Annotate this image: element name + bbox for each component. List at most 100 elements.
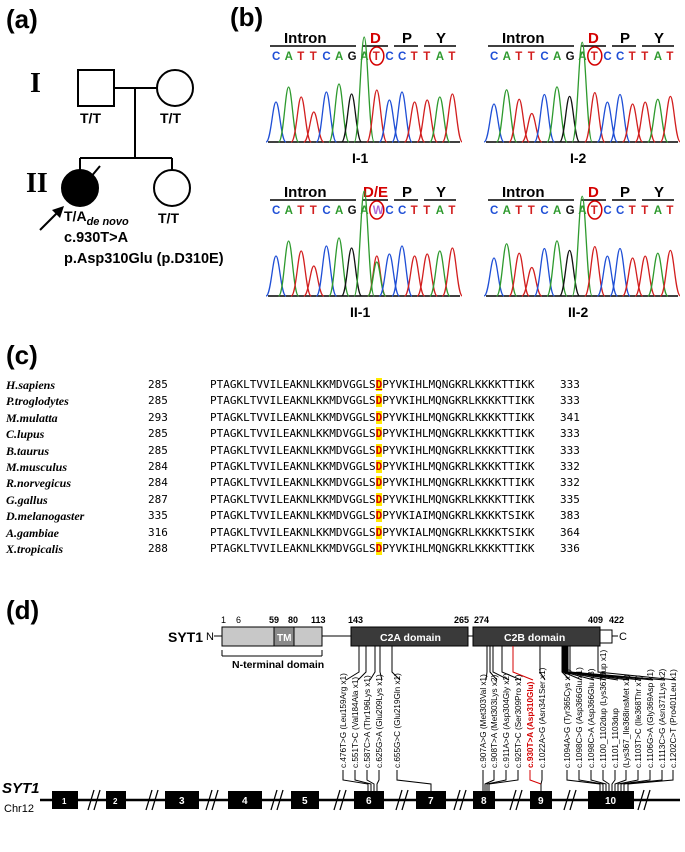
base-letter: C — [398, 51, 406, 63]
pedigree-female-i2 — [156, 69, 194, 107]
variant-label: c.1022A>G (Asn341Ser x1) — [538, 667, 547, 768]
nterm-domain-label: N-terminal domain — [232, 659, 324, 671]
species-name: P.troglodytes — [6, 394, 69, 409]
exon-3 — [165, 791, 199, 809]
trace-label-i1: I-1 — [352, 150, 369, 166]
pos-6: 6 — [236, 615, 241, 625]
base-letter: T — [373, 51, 380, 63]
alignment-end: 383 — [560, 509, 580, 523]
alignment-start: 285 — [148, 443, 168, 457]
mutation-circle — [369, 46, 385, 66]
exon-label: 10 — [605, 796, 617, 807]
trace-peak — [315, 91, 338, 143]
alignment-start: 335 — [148, 509, 168, 523]
genotype-i2: T/T — [160, 110, 181, 126]
species-name: G.gallus — [6, 492, 48, 507]
variant-label: c.1098C>G (Asp366Glu x1) — [575, 667, 584, 768]
base-letter: A — [335, 51, 343, 63]
variant-label: c.911A>G (Asp304Gly x2) — [502, 673, 511, 768]
trace-peak — [429, 96, 451, 143]
variant-callout: c.1103T>C (Ile368Thr x7) — [566, 646, 643, 791]
trace-peak — [647, 252, 669, 297]
base-letter: A — [503, 51, 511, 63]
trace-peak — [315, 245, 338, 297]
trace-peak — [609, 93, 631, 143]
base-letter: A — [436, 51, 444, 63]
base-letter: C — [385, 205, 393, 217]
variant-callout: (Lys367_Ile368insMet x1) — [565, 646, 631, 791]
pos-409: 409 — [588, 615, 603, 625]
variant-label: c.625G>A (Glu209Lys x1) — [375, 674, 384, 768]
trace-peak — [328, 237, 350, 297]
trace-peak — [546, 240, 568, 297]
base-letter: T — [515, 205, 522, 217]
exon-6 — [354, 791, 384, 809]
trace-label-i2: I-2 — [570, 150, 587, 166]
base-letter: T — [591, 205, 598, 217]
base-letter: C — [540, 205, 548, 217]
base-letter: A — [578, 205, 586, 217]
trace-peak — [391, 91, 413, 143]
alignment-start: 285 — [148, 378, 168, 391]
exon-2 — [106, 791, 126, 809]
trace-peak — [277, 86, 300, 143]
base-letter: T — [515, 51, 522, 63]
species-name: C.lupus — [6, 427, 45, 442]
trace-label-ii2: II-2 — [568, 304, 589, 320]
gene-chromosome: Chr12 — [4, 803, 34, 815]
variant-label: c.1100_1102dup (Lys367dup x1) — [599, 650, 608, 768]
pos-274: 274 — [474, 615, 489, 625]
base-letter: A — [553, 51, 561, 63]
trace-peak — [558, 249, 581, 297]
variant-callout: c.1098C>A (Asp366Glu x3) — [563, 646, 607, 791]
base-letter: T — [411, 51, 418, 63]
header-codon-p: P — [620, 30, 630, 47]
trace-peak — [634, 255, 656, 297]
header-codon-p: P — [402, 30, 412, 47]
alignment-sequence: PTAGKLTVVILEAKNLKKMDVGGLSDPYVKIHLMQNGKRL… — [210, 476, 535, 490]
header-codon-p: P — [620, 184, 630, 201]
base-letter: W — [373, 205, 384, 217]
variant-label: c.1106G>A (Gly369Asp x1) — [646, 669, 655, 768]
header-intron: Intron — [284, 30, 327, 47]
alignment-start: 288 — [148, 542, 168, 555]
c2b-label: C2B domain — [504, 632, 565, 644]
alignment-end: 332 — [560, 476, 580, 490]
pos-80: 80 — [288, 615, 298, 625]
pedigree-lines — [39, 69, 194, 231]
base-letter: G — [348, 205, 357, 217]
base-letter: T — [666, 205, 673, 217]
variant-cdna: c.930T>A — [64, 230, 129, 246]
trace-peak — [495, 89, 518, 143]
base-letter: T — [641, 51, 648, 63]
header-intron: Intron — [502, 30, 545, 47]
base-letter: C — [603, 51, 611, 63]
variant-label: c.908T>A (Met303Lys x2) — [490, 675, 499, 768]
variant-label: c.551T>C (Val184Ala x1) — [351, 677, 360, 768]
exon-10 — [588, 791, 634, 809]
variant-callout: c.907A>G (Met303Val x1) — [479, 646, 488, 791]
base-letter: C — [490, 51, 498, 63]
pedigree-male-i1 — [77, 69, 115, 107]
header-codon-y: Y — [436, 30, 446, 47]
variant-callout: c.655G>C (Glu219Gln x1) — [391, 646, 432, 791]
panel-label-c: (c) — [6, 340, 38, 370]
base-letter: C — [385, 51, 393, 63]
variant-callout: c.1100_1102dup (Lys367dup x1) — [564, 646, 610, 791]
base-letter: T — [528, 205, 535, 217]
alignment-end: 341 — [560, 410, 580, 424]
base-letter: T — [297, 205, 304, 217]
variant-callout: c.1098C>G (Asp366Glu x1) — [562, 646, 604, 791]
species-name: M.mulatta — [6, 410, 58, 425]
generation-label-1: I — [30, 68, 41, 99]
base-letter: A — [360, 205, 368, 217]
nterm-domain-right — [293, 626, 323, 647]
variant-label: c.1202C>T (Pro401Leu x1) — [669, 669, 678, 768]
alignment-sequence: PTAGKLTVVILEAKNLKKMDVGGLSDPYVKIHLMQNGKRL… — [210, 378, 535, 391]
species-name: X.tropicalis — [6, 542, 64, 556]
